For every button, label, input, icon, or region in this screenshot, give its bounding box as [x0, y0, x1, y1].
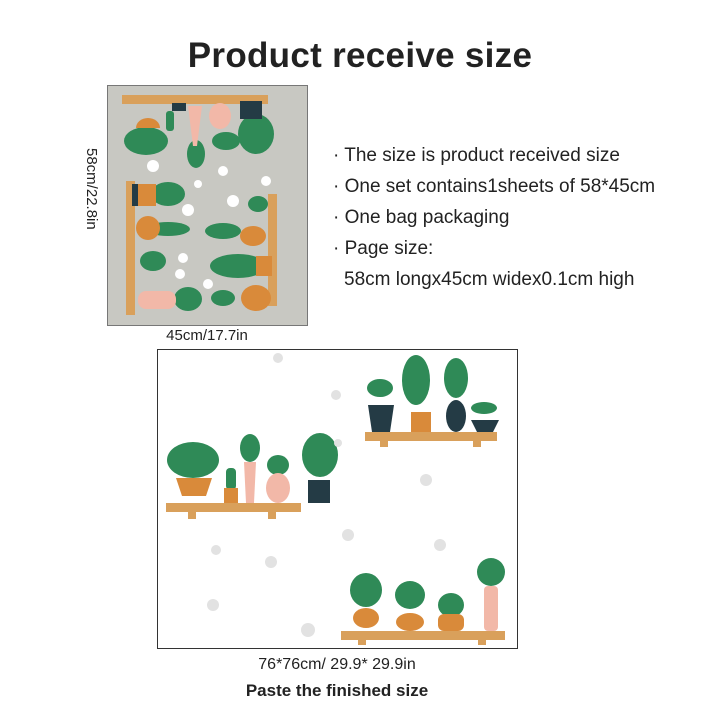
sticker-sheet-art — [122, 95, 277, 315]
wall-decal-art — [166, 353, 505, 645]
sheet-width-label: 45cm/17.7in — [166, 327, 248, 344]
info-item: · Page size: — [333, 238, 434, 259]
info-item: · One bag packaging — [333, 207, 510, 228]
product-info-list: · The size is product received size · On… — [333, 140, 655, 295]
info-item: · One set contains1sheets of 58*45cm — [333, 176, 656, 197]
finished-wall-preview — [157, 349, 518, 649]
page-title: Product receive size — [187, 36, 533, 75]
info-item: 58cm longx45cm widex0.1cm high — [344, 269, 635, 290]
info-item: · The size is product received size — [333, 145, 620, 166]
sticker-sheet-preview — [107, 85, 308, 326]
finished-size-caption: Paste the finished size — [245, 681, 429, 700]
finished-size-label: 76*76cm/ 29.9* 29.9in — [258, 656, 416, 673]
sheet-height-label: 58cm/22.8in — [83, 148, 100, 230]
